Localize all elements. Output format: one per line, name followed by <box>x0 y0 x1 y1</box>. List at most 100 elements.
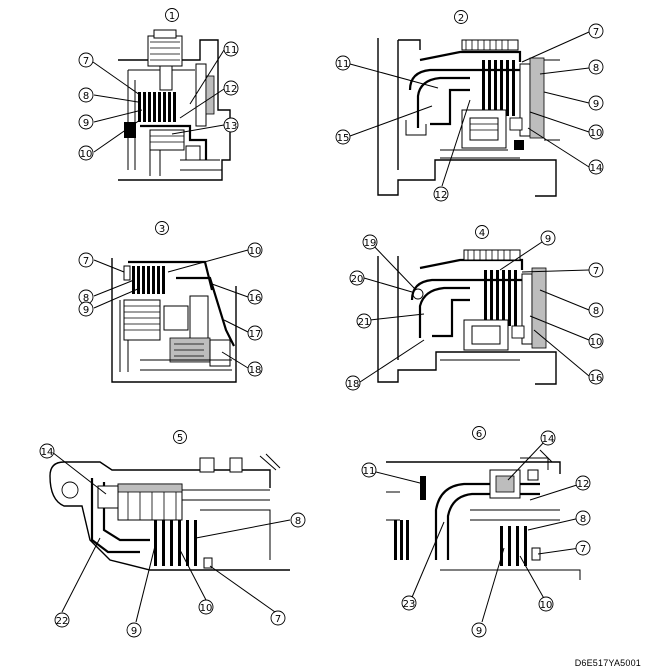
svg-text:9: 9 <box>83 118 89 129</box>
panel-number-5: 5 <box>173 430 187 444</box>
svg-text:2: 2 <box>458 13 464 24</box>
panel-2 <box>349 31 590 197</box>
callout-p2-9: 9 <box>588 95 604 111</box>
callout-p1-11: 11 <box>223 41 239 57</box>
svg-text:6: 6 <box>476 429 482 440</box>
svg-text:19: 19 <box>364 238 377 249</box>
callout-p4-8: 8 <box>588 302 604 318</box>
panel-number-1: 1 <box>165 8 179 22</box>
callout-p2-14: 14 <box>588 159 604 175</box>
svg-text:7: 7 <box>593 266 599 277</box>
svg-text:15: 15 <box>337 133 350 144</box>
svg-text:9: 9 <box>131 626 137 637</box>
callout-p4-9: 9 <box>540 230 556 246</box>
panel-4 <box>359 237 590 385</box>
svg-text:18: 18 <box>249 365 262 376</box>
callout-p6-8: 8 <box>575 510 591 526</box>
callout-p4-7: 7 <box>588 262 604 278</box>
svg-text:9: 9 <box>545 234 551 245</box>
svg-text:9: 9 <box>83 305 89 316</box>
callout-p6-23: 23 <box>401 595 417 611</box>
svg-text:10: 10 <box>200 603 213 614</box>
svg-text:17: 17 <box>249 329 262 340</box>
svg-text:8: 8 <box>295 516 301 527</box>
callout-p2-7: 7 <box>588 23 604 39</box>
callout-p3-16: 16 <box>247 289 263 305</box>
svg-text:7: 7 <box>275 614 281 625</box>
panel-number-6: 6 <box>472 426 486 440</box>
svg-text:10: 10 <box>540 600 553 611</box>
svg-text:12: 12 <box>435 190 448 201</box>
callout-p1-12: 12 <box>223 80 239 96</box>
callout-p2-12: 12 <box>433 186 449 202</box>
callout-p2-8: 8 <box>588 59 604 75</box>
callout-p5-14: 14 <box>39 443 55 459</box>
callout-p2-10: 10 <box>588 124 604 140</box>
svg-text:7: 7 <box>580 544 586 555</box>
callout-p1-10: 10 <box>78 145 94 161</box>
svg-text:21: 21 <box>358 317 371 328</box>
callout-p5-22: 22 <box>54 612 70 628</box>
svg-text:22: 22 <box>56 616 69 627</box>
svg-text:11: 11 <box>363 466 376 477</box>
callout-p6-10: 10 <box>538 596 554 612</box>
panel-1 <box>92 29 231 181</box>
svg-text:8: 8 <box>83 91 89 102</box>
callout-p4-20: 20 <box>349 270 365 286</box>
callout-p6-7: 7 <box>575 540 591 556</box>
callout-p1-9: 9 <box>78 114 94 130</box>
svg-text:12: 12 <box>225 84 238 95</box>
callout-p5-8: 8 <box>290 512 306 528</box>
svg-text:7: 7 <box>593 27 599 38</box>
panel-5 <box>49 451 291 623</box>
svg-text:18: 18 <box>347 379 360 390</box>
svg-text:9: 9 <box>593 99 599 110</box>
svg-text:10: 10 <box>249 246 262 257</box>
svg-text:14: 14 <box>41 447 54 458</box>
callout-p4-19: 19 <box>362 234 378 250</box>
svg-text:8: 8 <box>580 514 586 525</box>
svg-text:5: 5 <box>177 433 183 444</box>
callout-p4-18: 18 <box>345 375 361 391</box>
svg-text:8: 8 <box>593 306 599 317</box>
panel-number-4: 4 <box>475 225 489 239</box>
callout-p2-11: 11 <box>335 55 351 71</box>
panel-3 <box>93 249 249 383</box>
callout-p4-10: 10 <box>588 333 604 349</box>
svg-text:3: 3 <box>159 224 165 235</box>
callout-p3-9: 9 <box>78 301 94 317</box>
callout-p4-21: 21 <box>356 313 372 329</box>
panel-6 <box>375 439 581 623</box>
svg-text:10: 10 <box>590 337 603 348</box>
svg-text:7: 7 <box>83 256 89 267</box>
panel-number-2: 2 <box>454 10 468 24</box>
callout-p3-7: 7 <box>78 252 94 268</box>
svg-text:10: 10 <box>590 128 603 139</box>
svg-text:4: 4 <box>479 228 485 239</box>
callout-p6-9: 9 <box>471 622 487 638</box>
panel-number-3: 3 <box>155 221 169 235</box>
svg-text:20: 20 <box>351 274 364 285</box>
callout-p5-10: 10 <box>198 599 214 615</box>
svg-text:8: 8 <box>593 63 599 74</box>
svg-text:10: 10 <box>80 149 93 160</box>
callout-p6-12: 12 <box>575 475 591 491</box>
svg-text:13: 13 <box>225 121 238 132</box>
svg-text:14: 14 <box>542 434 555 445</box>
callout-p3-18: 18 <box>247 361 263 377</box>
callout-p1-8: 8 <box>78 87 94 103</box>
svg-text:8: 8 <box>83 293 89 304</box>
callout-p1-7: 7 <box>78 52 94 68</box>
svg-text:16: 16 <box>590 373 603 384</box>
svg-text:11: 11 <box>225 45 238 56</box>
callout-p5-7: 7 <box>270 610 286 626</box>
figure-code: D6E517YA5001 <box>574 658 641 668</box>
svg-text:12: 12 <box>577 479 590 490</box>
svg-text:14: 14 <box>590 163 603 174</box>
svg-text:11: 11 <box>337 59 350 70</box>
callout-p5-9: 9 <box>126 622 142 638</box>
callout-p6-14: 14 <box>540 430 556 446</box>
svg-text:7: 7 <box>83 56 89 67</box>
